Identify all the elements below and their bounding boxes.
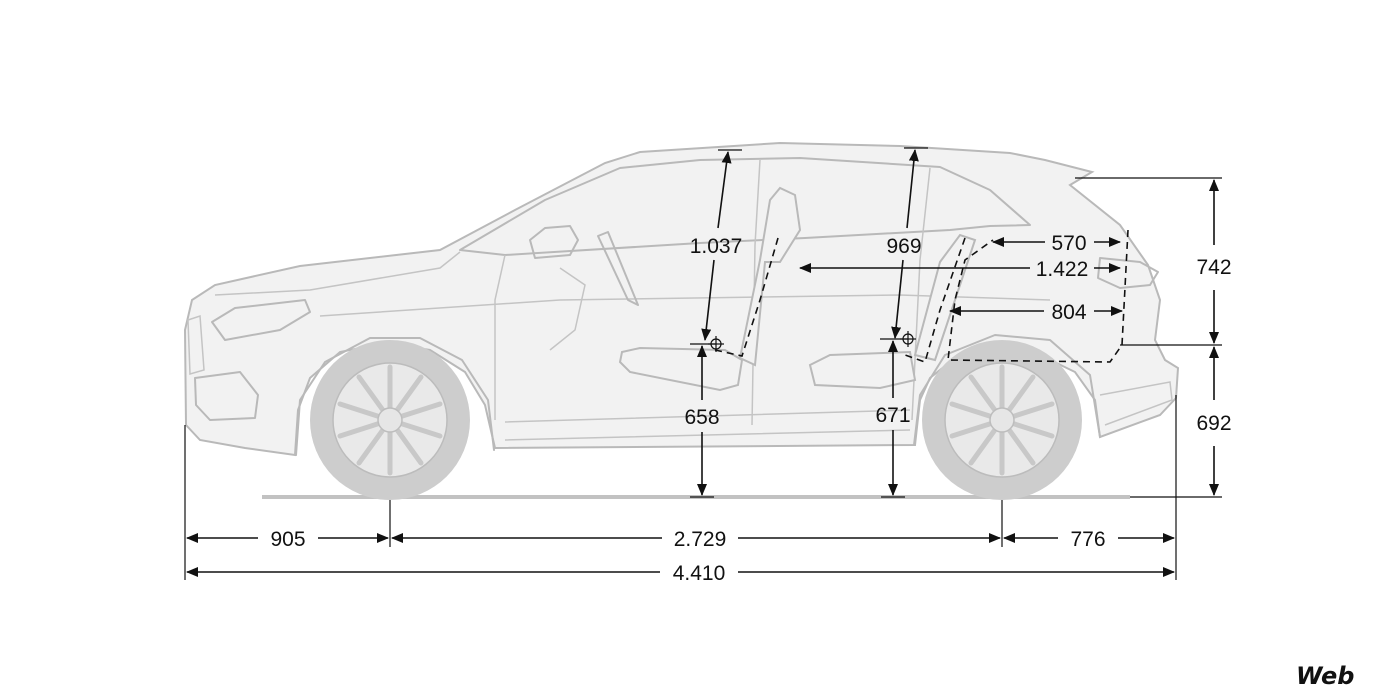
rear-wheel [922, 340, 1082, 500]
label-wheelbase: 2.729 [674, 528, 727, 551]
label-seat-height-front: 658 [684, 406, 719, 429]
label-trunk-upper-depth: 570 [1051, 232, 1086, 255]
dimension-labels: 1.037 969 570 1.422 804 742 692 658 671 … [270, 232, 1231, 585]
label-front-overhang: 905 [270, 528, 305, 551]
c-pillar [911, 167, 931, 421]
dimension-lines [184, 147, 1222, 580]
front-door-line [494, 254, 506, 420]
rear-seat [808, 350, 917, 390]
label-headroom-front: 1.037 [690, 235, 743, 258]
front-grille [187, 314, 205, 375]
label-loading-height: 692 [1196, 412, 1231, 435]
front-seat [618, 346, 744, 392]
label-headroom-rear: 969 [886, 235, 921, 258]
side-sill [504, 409, 911, 441]
rear-bumper [1099, 381, 1173, 426]
front-headroom-line [717, 151, 732, 229]
tail-light [1097, 257, 1159, 289]
character-line [319, 294, 1051, 317]
rear-wheel-arch [913, 334, 1101, 446]
headlight [211, 299, 311, 341]
hood-line [214, 251, 461, 296]
dashboard [549, 267, 586, 351]
label-trunk-height: 742 [1196, 256, 1231, 279]
label-seat-height-rear: 671 [875, 404, 910, 427]
side-mirror [529, 225, 579, 259]
front-seatback-dashed [714, 237, 779, 357]
watermark-text: Web [1296, 662, 1354, 690]
label-trunk-lower-depth: 804 [1051, 301, 1086, 324]
label-overall-length: 4.410 [673, 562, 726, 585]
front-seat-back [738, 186, 802, 367]
front-air-intake [194, 371, 259, 421]
front-wheel [310, 340, 470, 500]
rear-seatback-dashed [904, 237, 966, 364]
label-interior-length: 1.422 [1036, 258, 1089, 281]
rear-headroom-line [906, 149, 919, 229]
steering-wheel [597, 231, 639, 306]
roof-line [459, 157, 1031, 256]
car-side-view [183, 141, 1180, 500]
front-wheel-arch [295, 337, 495, 456]
label-rear-overhang: 776 [1070, 528, 1105, 551]
watermark-logo: Web [1292, 660, 1362, 690]
trunk-volume-outline [947, 229, 1129, 363]
